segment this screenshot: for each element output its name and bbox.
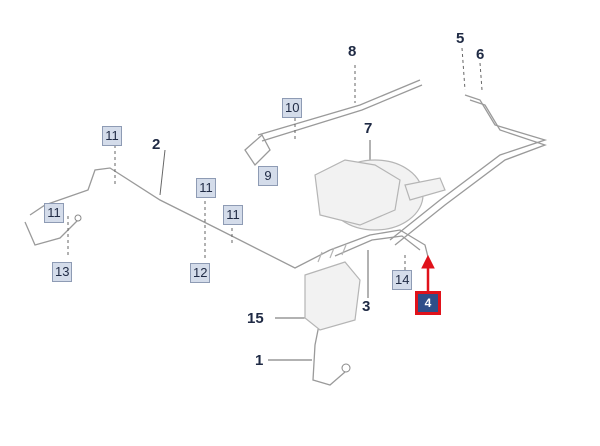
brake-booster-7 — [314, 159, 446, 231]
brake-line-8 — [257, 79, 421, 136]
brake-line-5-6 — [389, 94, 548, 241]
callout-11[interactable]: 11 — [102, 126, 122, 146]
connector-1 — [341, 363, 351, 373]
callout-5[interactable]: 5 — [456, 30, 465, 47]
callout-14[interactable]: 14 — [392, 270, 413, 290]
callout-11[interactable]: 11 — [44, 203, 64, 223]
brake-line-cluster — [329, 229, 431, 266]
callout-3[interactable]: 3 — [362, 298, 371, 315]
callout-7[interactable]: 7 — [364, 120, 373, 137]
brake-line-2 — [29, 167, 331, 269]
bracket-9-10 — [244, 133, 271, 167]
callout-11[interactable]: 11 — [196, 178, 216, 198]
highlight-arrow — [421, 254, 435, 292]
callout-12[interactable]: 12 — [190, 263, 211, 283]
callout-1[interactable]: 1 — [255, 352, 264, 369]
callout-13[interactable]: 13 — [52, 262, 73, 282]
callout-10[interactable]: 10 — [282, 98, 303, 118]
abs-unit-15 — [304, 244, 361, 331]
callout-9[interactable]: 9 — [258, 166, 278, 186]
brake-line-1 — [312, 319, 346, 386]
callout-15[interactable]: 15 — [247, 310, 264, 327]
callout-4-selected[interactable]: 4 — [415, 291, 441, 315]
connector-13 — [74, 214, 82, 222]
callout-11[interactable]: 11 — [223, 205, 243, 225]
callout-8[interactable]: 8 — [348, 43, 357, 60]
callout-6[interactable]: 6 — [476, 46, 485, 63]
callout-2[interactable]: 2 — [152, 136, 161, 153]
